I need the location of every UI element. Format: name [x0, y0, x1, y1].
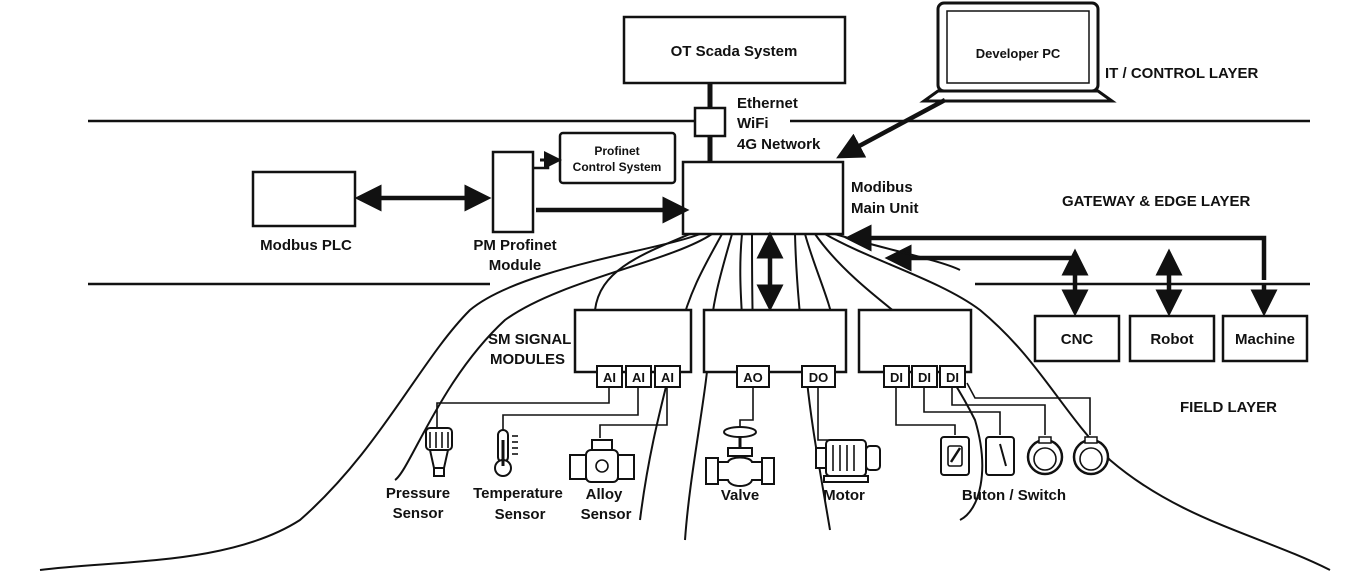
laptop-base: [919, 89, 1117, 103]
robot-box: [1128, 314, 1216, 363]
profinet-control-box: [558, 131, 677, 185]
pm-profinet-module-box: [491, 150, 535, 234]
port-ai-2-label: AI: [632, 370, 645, 385]
network-label-ethernet: Ethernet: [737, 95, 798, 112]
button-switch-label: Buton / Switch: [962, 487, 1066, 504]
cable-bundle: [39, 233, 1331, 571]
link-module-profinet: [533, 162, 550, 170]
temperature-sensor-icon: [494, 429, 518, 477]
push-button-icon-2: [1072, 436, 1110, 476]
laptop-screen: [946, 10, 1090, 84]
port-ao-label: AO: [743, 370, 763, 385]
pm-profinet-label-2: Module: [489, 257, 542, 274]
temperature-sensor-label-1: Temperature: [473, 485, 563, 502]
network-label-4g: 4G Network: [737, 136, 821, 153]
port-ai-3-label: AI: [661, 370, 674, 385]
arrow-developer-to-main: [836, 98, 947, 159]
port-di-2-label: DI: [918, 370, 931, 385]
profinet-control-label-2: Control System: [573, 160, 662, 174]
modbus-plc-label: Modbus PLC: [260, 237, 352, 254]
machine-box: [1221, 314, 1309, 363]
robot-label: Robot: [1150, 331, 1193, 348]
signal-module-2: [702, 308, 848, 374]
device-wiring: [436, 382, 1091, 441]
valve-icon: [705, 426, 775, 487]
toggle-switch-icon: [940, 436, 970, 476]
sm-signal-label-2: MODULES: [490, 351, 565, 368]
main-unit-label-2: Main Unit: [851, 200, 919, 217]
layer-label-it-control: IT / CONTROL LAYER: [1105, 65, 1259, 82]
modbus-main-unit-box: [681, 160, 845, 236]
sm-signal-label-1: SM SIGNAL: [488, 331, 571, 348]
machine-label: Machine: [1235, 331, 1295, 348]
ot-scada-label: OT Scada System: [671, 43, 798, 60]
arrow-machines-to-main: [844, 224, 1267, 280]
developer-pc-label: Developer PC: [976, 46, 1061, 61]
signal-module-3: [857, 308, 973, 374]
pressure-sensor-label-1: Pressure: [386, 485, 450, 502]
cnc-label: CNC: [1061, 331, 1094, 348]
signal-module-1: [573, 308, 693, 374]
temperature-sensor-label-2: Sensor: [495, 506, 546, 523]
port-do-label: DO: [809, 370, 829, 385]
network-label-wifi: WiFi: [737, 115, 769, 132]
modbus-plc-box: [251, 170, 357, 228]
layer-label-gateway-edge: GATEWAY & EDGE LAYER: [1062, 193, 1251, 210]
motor-icon: [815, 439, 881, 483]
pm-profinet-label-1: PM Profinet: [473, 237, 556, 254]
alloy-sensor-icon: [569, 439, 635, 483]
layer-label-field: FIELD LAYER: [1180, 399, 1277, 416]
motor-label: Motor: [823, 487, 865, 504]
port-di-3-label: DI: [946, 370, 959, 385]
pressure-sensor-icon: [425, 427, 453, 477]
cnc-box: [1033, 314, 1121, 363]
alloy-sensor-label-2: Sensor: [581, 506, 632, 523]
alloy-sensor-label-1: Alloy: [586, 486, 623, 503]
lever-switch-icon: [985, 436, 1015, 476]
pressure-sensor-label-2: Sensor: [393, 505, 444, 522]
network-box: [693, 106, 727, 138]
push-button-icon: [1026, 436, 1064, 476]
valve-label: Valve: [721, 487, 759, 504]
profinet-control-label-1: Profinet: [594, 144, 639, 158]
main-unit-label-1: Modibus: [851, 179, 913, 196]
port-di-1-label: DI: [890, 370, 903, 385]
port-ai-1-label: AI: [603, 370, 616, 385]
ot-scada-box: [622, 15, 847, 85]
